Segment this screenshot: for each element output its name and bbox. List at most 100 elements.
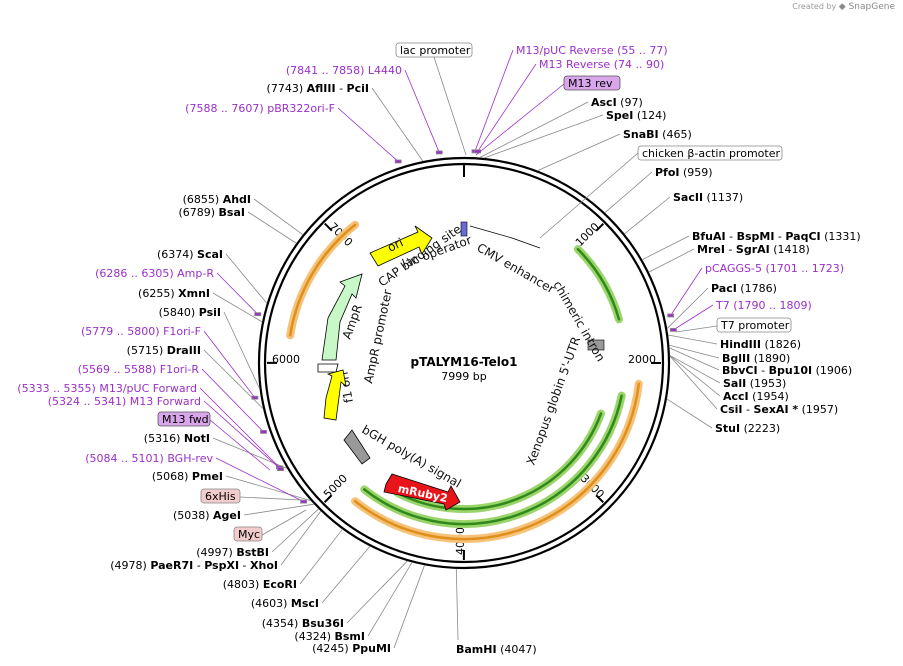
leader-line [675,325,718,333]
leader-line [261,509,307,536]
leader-line [212,292,263,323]
chicken-actin-box [637,145,783,161]
backbone [257,156,671,570]
leader-line [346,560,408,624]
his-tag-box [200,488,241,504]
enzyme-site: (4978) PaeR7I - PspXI - XhoI [110,559,278,572]
svg-text:ori: ori [385,235,405,254]
snapgene-brand: SnapGene [848,2,895,12]
bgh-feature [343,429,371,465]
snapgene-logo: ◆ SnapGene [838,2,895,12]
leader-line [371,87,424,162]
enzyme-site: StuI (2223) [715,422,780,435]
lac-promoter-box-text: lac promoter [400,44,471,57]
leader-line [404,69,440,153]
intron-arc-core [576,247,621,321]
enzyme-site: MreI - SgrAI (1418) [697,243,810,256]
enzyme-site: SacII (1137) [673,191,743,204]
leader-line [253,198,304,236]
ruler-tick [323,494,333,503]
enzyme-site: BfuAI - BspMI - PaqCI (1331) [692,230,861,243]
ruler-label: 2000 [628,353,656,366]
site-labels: AscI (97)SpeI (124)SnaBI (465)PfoI (959)… [17,42,861,656]
leader-line [604,171,653,214]
primer-mark [435,150,443,155]
enzyme-site: (4603) MscI [251,597,319,610]
enzyme-site: SalI (1953) [723,377,786,390]
leader-line [201,368,264,433]
primer-site: (7588 .. 7607) pBR322ori-F [185,102,335,115]
created-by-text: Created by [792,2,837,11]
m13-fwd-box [157,411,211,427]
leader-line [337,107,399,162]
enzyme-site: (6855) AhdI [183,193,251,206]
primer-mark [300,499,307,504]
leader-line [669,355,721,397]
cmv-enhancer-mark [469,225,541,249]
ampr-outer-arc-core [288,223,357,337]
enzyme-site: (5316) NotI [144,432,210,445]
enzyme-site: (5840) PsiI [159,306,221,319]
created-by-badge: Created by ◆ SnapGene [792,2,895,12]
leader-line [479,101,589,158]
leader-line [669,344,720,359]
primer-mark [254,312,262,317]
enzyme-site: (6374) ScaI [157,248,223,261]
primer-site: (5333 .. 5355) M13/pUC Forward [17,382,197,395]
utr-label: Xenopus globin 5'-UTR [524,335,584,467]
enzyme-site: PfoI (959) [655,166,713,179]
leader-line [203,349,264,409]
leader-line [539,152,639,239]
enzyme-site: (4245) PpuMI [312,642,391,655]
leader-line [666,287,709,329]
ruler-label: 1000 [573,220,602,249]
f1-ori-feature [323,369,347,421]
leader-line [223,311,260,389]
m13-rev-box [563,75,621,91]
enzyme-site: (5068) PmeI [152,470,223,483]
myc-tag-box [233,526,263,542]
enzyme-site: AscI (97) [591,96,643,109]
plasmid-name: pTALYM16-Telo1 [411,355,518,369]
primer-mark [260,429,267,434]
enzyme-site: (4803) EcoRI [223,578,297,591]
leader-line [209,419,271,471]
chicken-actin-box-text: chicken β-actin promoter [642,147,780,160]
leader-line [299,529,343,585]
enzyme-site: (4354) Bsu36I [262,617,344,630]
lac-promoter-box [395,42,473,58]
primer-site: M13 Reverse (74 .. 90) [539,58,664,71]
leader-line [669,355,718,410]
leader-line [474,49,514,152]
ruler-label: 5000 [321,472,350,501]
chimeric-intron-label: chimeric intron [550,279,607,364]
ampr-promoter-label: AmpR promoter [361,288,395,384]
enzyme-site: (6789) BsaI [178,206,245,219]
enzyme-site: (5038) AgeI [173,509,241,522]
leader-line [477,63,537,152]
leader-line [669,355,721,384]
enzyme-site: (4997) BstBI [196,546,269,559]
primer-site: (5084 .. 5101) BGH-rev [85,452,213,465]
leader-line [203,400,281,470]
myc-tag-box-text: Myc [238,528,260,541]
leader-line [367,562,413,637]
primer-site: T7 (1790 .. 1809) [715,299,812,312]
leader-line [247,211,297,244]
ori-feature: ori [369,225,433,267]
feature-arcs [286,220,643,543]
enzyme-site: (6255) XmnI [138,287,210,300]
leader-line [455,568,459,641]
leader-line [624,196,671,235]
leader-line [393,565,425,649]
t7-promoter-box-text: T7 promoter [720,319,790,332]
leader-line [537,133,621,171]
utr-arc-core [363,394,623,526]
primer-site: (7841 .. 7858) L4440 [286,64,402,77]
his-tag-box-text: 6xHis [205,490,236,503]
ruler-tick [324,222,333,232]
leader-lines [199,49,721,649]
enzyme-site: HindIII (1826) [720,338,801,351]
leader-line [215,457,304,502]
